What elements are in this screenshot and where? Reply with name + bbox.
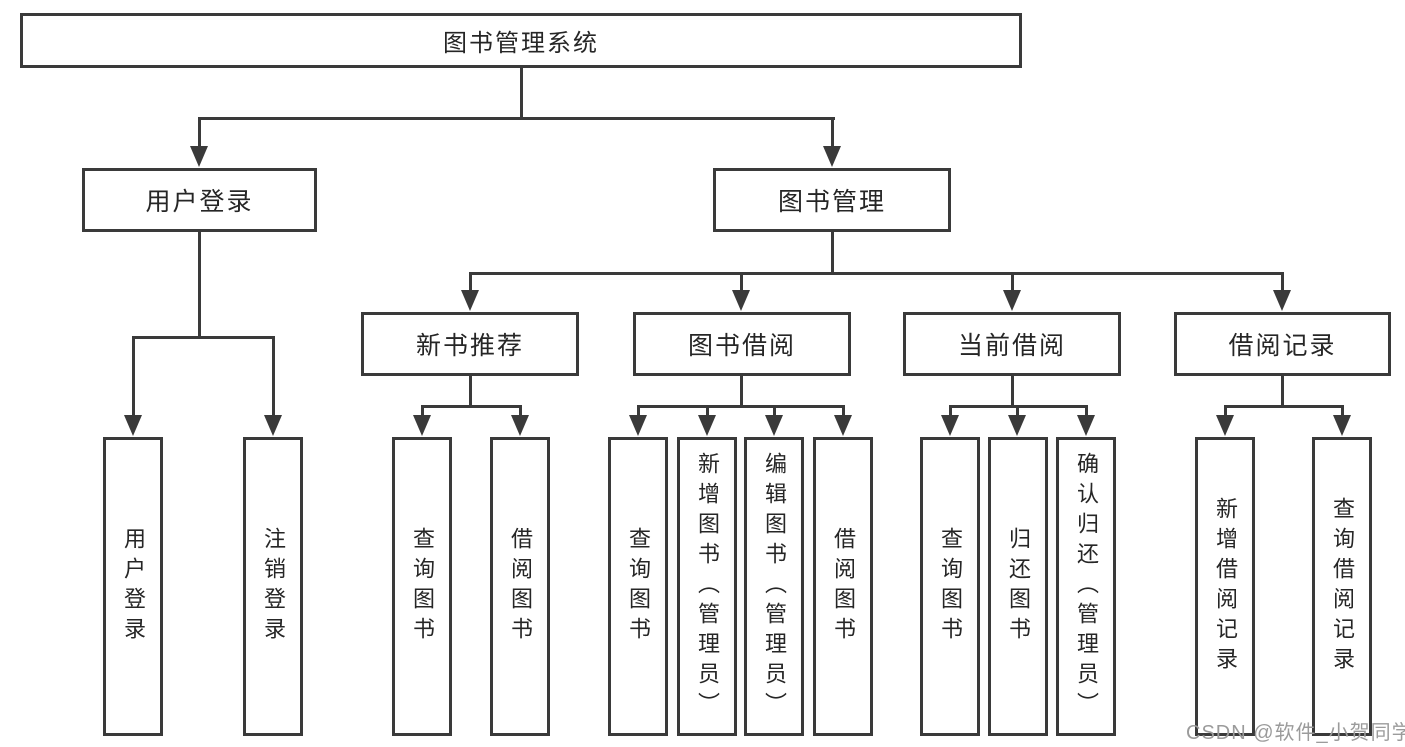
node-book-borrow: 图书借阅 [633,312,851,376]
connector-line [773,405,776,418]
connector-line [1341,405,1344,418]
connector-line [831,117,834,150]
arrow-down-icon [264,415,282,436]
arrow-down-icon [1008,415,1026,436]
arrow-down-icon [941,415,959,436]
connector-line [1224,405,1344,408]
connector-line [842,405,845,418]
node-borrow-records: 借阅记录 [1174,312,1391,376]
arrow-down-icon [124,415,142,436]
leaf-newbook-borrow-book: 借阅图书 [490,437,550,736]
arrow-down-icon [1333,415,1351,436]
leaf-newbook-query-book: 查询图书 [392,437,452,736]
leaf-borrow-query-book: 查询图书 [608,437,668,736]
arrow-down-icon [1273,290,1291,311]
leaf-logout: 注销登录 [243,437,303,736]
connector-line [198,117,835,120]
leaf-borrow-add-book-admin: 新增图书（管理员） [677,437,737,736]
connector-line [740,376,743,407]
connector-line [1281,376,1284,407]
arrow-down-icon [834,415,852,436]
arrow-down-icon [1077,415,1095,436]
connector-line [519,405,522,418]
arrow-down-icon [1216,415,1234,436]
leaf-borrow-edit-book-admin: 编辑图书（管理员） [744,437,804,736]
node-user-login: 用户登录 [82,168,317,232]
node-book-management: 图书管理 [713,168,951,232]
connector-line [132,336,135,418]
connector-line [1281,272,1284,293]
watermark: CSDN @软件_小贺同学 [1186,722,1405,744]
connector-line [469,272,472,293]
connector-line [1224,405,1227,418]
leaf-borrow-borrow-book: 借阅图书 [813,437,873,736]
connector-line [272,336,275,418]
connector-line [831,232,834,274]
leaf-user-login: 用户登录 [103,437,163,736]
connector-line [198,117,201,150]
arrow-down-icon [511,415,529,436]
connector-line [949,405,952,418]
leaf-current-query-book: 查询图书 [920,437,980,736]
leaf-records-query-record: 查询借阅记录 [1312,437,1372,736]
leaf-current-confirm-return-admin: 确认归还（管理员） [1056,437,1116,736]
arrow-down-icon [190,146,208,167]
connector-line [1016,405,1019,418]
connector-line [706,405,709,418]
connector-line [1011,376,1014,407]
connector-line [469,272,1284,275]
node-root: 图书管理系统 [20,13,1022,68]
connector-line [132,336,275,339]
connector-line [637,405,640,418]
node-new-book-recommend: 新书推荐 [361,312,579,376]
connector-line [421,405,522,408]
arrow-down-icon [765,415,783,436]
leaf-current-return-book: 归还图书 [988,437,1048,736]
arrow-down-icon [461,290,479,311]
connector-line [469,376,472,407]
leaf-records-add-record: 新增借阅记录 [1195,437,1255,736]
connector-line [1085,405,1088,418]
connector-line [1011,272,1014,293]
arrow-down-icon [823,146,841,167]
connector-line [421,405,424,418]
connector-line [740,272,743,293]
arrow-down-icon [698,415,716,436]
arrow-down-icon [1003,290,1021,311]
node-current-borrow: 当前借阅 [903,312,1121,376]
connector-line [637,405,845,408]
arrow-down-icon [732,290,750,311]
arrow-down-icon [413,415,431,436]
connector-line [520,68,523,119]
arrow-down-icon [629,415,647,436]
connector-line [198,232,201,338]
